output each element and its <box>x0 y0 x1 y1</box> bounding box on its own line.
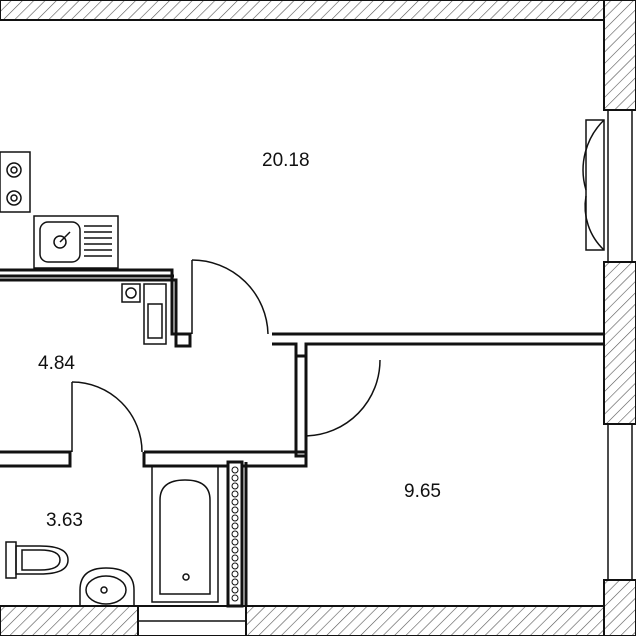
doors <box>71 259 381 453</box>
room-area-living: 20.18 <box>262 150 310 171</box>
washing-machine-icon <box>121 283 167 345</box>
top-wall <box>0 0 605 21</box>
room-area-bedroom: 9.65 <box>404 481 441 502</box>
right-windows <box>607 110 633 580</box>
balcony-door-icon <box>582 119 605 251</box>
room-area-hall: 4.84 <box>38 353 75 374</box>
kitchen-sink-icon <box>33 215 119 269</box>
right-wall-middle <box>603 261 636 425</box>
stove-icon <box>0 151 31 213</box>
right-wall-bottom <box>603 579 636 636</box>
bathtub-icon <box>151 465 219 603</box>
bottom-wall <box>0 605 605 636</box>
interior-walls <box>0 268 604 608</box>
partition-insulation <box>231 466 239 602</box>
wash-basin-icon <box>79 567 135 606</box>
right-wall-top <box>603 0 636 111</box>
room-area-bath: 3.63 <box>46 510 83 531</box>
toilet-icon <box>5 541 69 579</box>
